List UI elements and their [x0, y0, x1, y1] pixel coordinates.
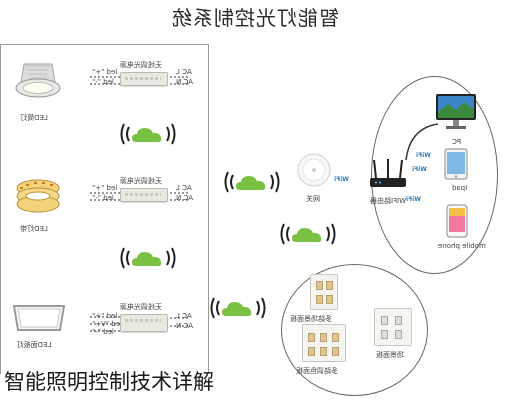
router-wifi-badge: WiFi [412, 166, 427, 173]
page-title: 智能灯光控制系统 [171, 6, 339, 30]
multi-scene-panel-label: 多路场景面板 [290, 315, 332, 323]
downlight-controller-label: 无线调光电源 [120, 61, 162, 69]
panel-wires [90, 312, 210, 338]
panel-ac-label-1: AC L [176, 312, 192, 320]
gateway-name: 网关 [306, 195, 320, 203]
led-strip-name: LED灯带 [20, 225, 48, 233]
multi-dimming-panel-label: 多路调色面板 [296, 367, 338, 375]
panel-controller [120, 314, 168, 332]
wall-panel-group-outline [281, 264, 428, 396]
downlight-ac-label-1: AC L [176, 68, 192, 76]
strip-controller [120, 188, 168, 202]
network-group-outline [371, 76, 498, 274]
bottom-caption: 智能照明控制技术详解 [4, 370, 214, 394]
panel-light-icon [10, 300, 68, 334]
router-name: WIFI路由器 [370, 197, 407, 205]
scene-panel-label: 场景面板 [376, 351, 404, 359]
downlight-controller [120, 72, 168, 86]
mobile-phone-icon [446, 204, 468, 238]
phone-wifi-badge: WiFi [406, 196, 421, 203]
frame-line-right [208, 44, 209, 374]
wifi-badge: WiFi [334, 176, 349, 183]
wireless-cloud-icon [116, 242, 180, 274]
downlight-name: LED筒灯 [20, 114, 48, 122]
panel-controller-label: 无线调光电源 [120, 303, 162, 311]
phone-label: mobile phone [438, 242, 486, 250]
wireless-cloud-icon [116, 118, 180, 150]
wireless-cloud-icon [276, 218, 340, 250]
pc-label: PC [452, 138, 462, 146]
strip-ac-label-2: AC N [176, 194, 194, 202]
ipad-wifi-badge: WiFi [416, 152, 431, 159]
multi-scene-panel-icon [310, 274, 338, 310]
downlight-icon [14, 58, 62, 106]
ipad-icon [444, 148, 468, 180]
led-strip-icon [14, 176, 62, 218]
strip-ac-label-1: AC L [176, 184, 192, 192]
gateway-icon [296, 152, 332, 188]
panel-light-name: LED面板灯 [16, 341, 52, 349]
panel-ac-label-2: AC N [176, 322, 194, 330]
scene-panel-icon [374, 308, 412, 346]
ipad-label: Ipad [452, 184, 468, 192]
multi-dimming-panel-icon [302, 324, 346, 362]
wireless-cloud-icon [220, 166, 284, 198]
router-icon [366, 158, 410, 192]
strip-wires [90, 188, 210, 208]
downlight-wires [90, 72, 210, 92]
pc-monitor-icon [434, 92, 478, 132]
router-pc-link [400, 118, 440, 162]
frame-line-top [0, 44, 208, 45]
downlight-ac-label-2: AC N [176, 78, 194, 86]
strip-controller-label: 无线调光电源 [120, 177, 162, 185]
wireless-cloud-icon [206, 292, 270, 324]
frame-line-left [0, 44, 1, 374]
